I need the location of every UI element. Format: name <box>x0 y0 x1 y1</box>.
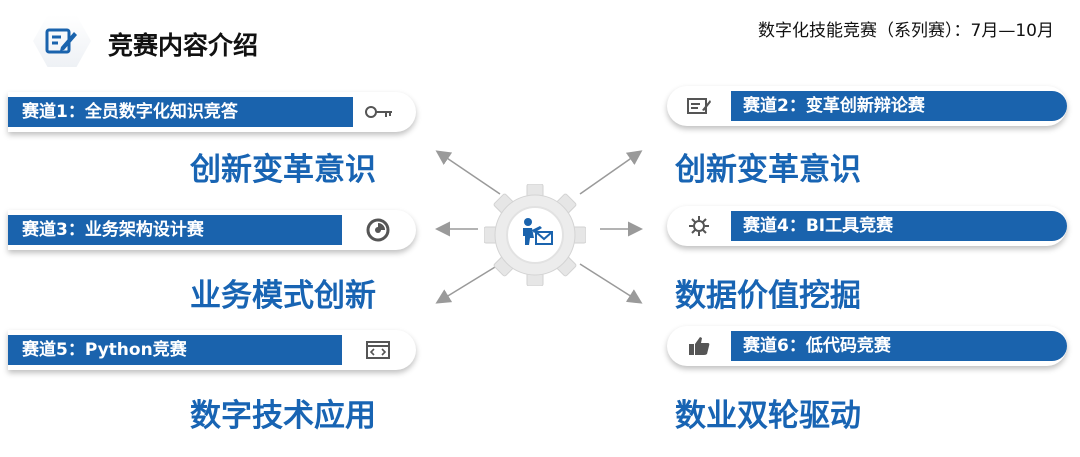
track-label-2: 赛道2：变革创新辩论赛 <box>731 91 1067 121</box>
track-label-4: 赛道4：BI工具竞赛 <box>731 211 1067 241</box>
document-icon <box>681 94 717 118</box>
edit-form-icon <box>45 28 77 54</box>
track-theme-6: 数业双轮驱动 <box>675 398 861 434</box>
arrow-to-track2 <box>579 150 643 195</box>
track-label-5: 赛道5：Python竞赛 <box>8 335 342 365</box>
pie-chart-icon <box>360 218 396 242</box>
key-icon <box>361 100 397 124</box>
track-theme-3: 业务模式创新 <box>190 278 376 314</box>
thumbs-up-icon <box>681 334 717 358</box>
track-card-4: 赛道4：BI工具竞赛 <box>667 206 1067 246</box>
track-card-2: 赛道2：变革创新辩论赛 <box>667 86 1067 126</box>
arrow-to-track6 <box>579 263 643 304</box>
track-theme-5: 数字技术应用 <box>190 398 376 434</box>
track-card-6: 赛道6：低代码竞赛 <box>667 326 1067 366</box>
worker-icon <box>523 218 553 245</box>
track-card-1: 赛道1：全员数字化知识竞答 <box>8 92 416 132</box>
track-theme-1: 创新变革意识 <box>190 152 376 188</box>
arrow-to-track5 <box>435 263 501 304</box>
track-label-6: 赛道6：低代码竞赛 <box>731 331 1067 361</box>
arrow-to-track1 <box>435 150 501 195</box>
network-gear-icon <box>681 214 717 238</box>
track-label-3: 赛道3：业务架构设计赛 <box>8 215 342 245</box>
competition-schedule: 数字化技能竞赛（系列赛）：7月—10月 <box>758 21 1054 41</box>
track-theme-4: 数据价值挖掘 <box>675 278 861 314</box>
track-label-1: 赛道1：全员数字化知识竞答 <box>8 97 353 127</box>
track-card-5: 赛道5：Python竞赛 <box>8 330 416 370</box>
page-title: 竞赛内容介绍 <box>108 31 259 60</box>
code-window-icon <box>360 338 396 362</box>
track-theme-2: 创新变革意识 <box>675 152 861 188</box>
track-card-3: 赛道3：业务架构设计赛 <box>8 210 416 250</box>
